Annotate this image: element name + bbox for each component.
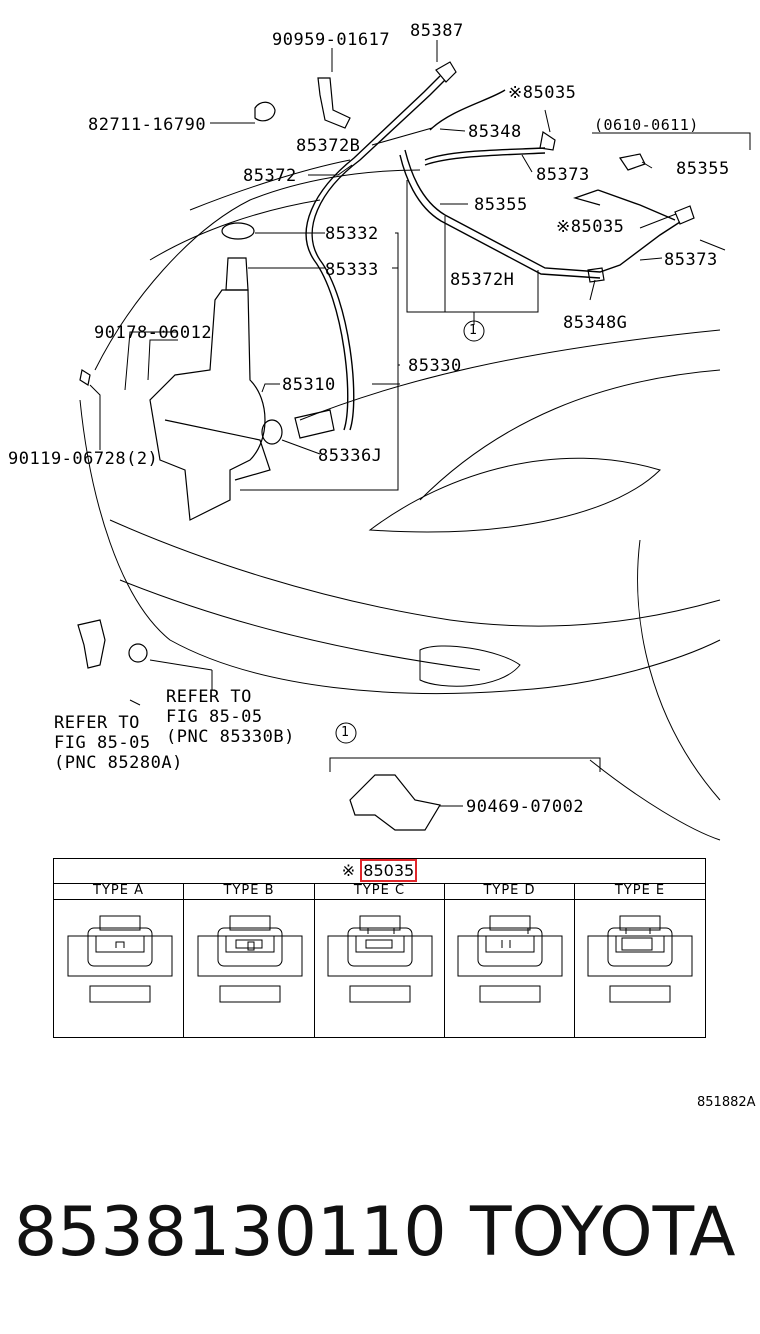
label-85355-a: 85355: [676, 159, 730, 179]
type-e-header: TYPE E: [614, 883, 666, 898]
col-divider-3: [444, 883, 445, 1037]
label-circle-1-bottom: 1: [341, 725, 350, 740]
table-header-prefix: ※: [341, 861, 356, 880]
type-d-header: TYPE D: [445, 883, 575, 899]
label-85348G: 85348G: [563, 313, 628, 333]
circle-1-top: [463, 320, 485, 342]
label-85310: 85310: [282, 375, 336, 395]
type-a-header: TYPE A: [54, 883, 184, 899]
footer-part-number: 8538130110: [14, 1193, 447, 1272]
date-bracket: [592, 132, 751, 150]
label-85373-b: 85373: [664, 250, 718, 270]
connector-type-table: ※ 85035 TYPE A TYPE B TYPE C TYPE D TYPE…: [53, 858, 706, 1038]
col-divider-4: [574, 883, 575, 1037]
label-90959-01617: 90959-01617: [272, 30, 391, 50]
type-c-header: TYPE C: [315, 883, 445, 899]
label-date-range: (0610-0611): [594, 116, 699, 134]
col-divider-1: [183, 883, 184, 1037]
footer-brand: TOYOTA: [470, 1193, 736, 1272]
refer-85330B-line2: FIG 85-05: [166, 707, 263, 727]
label-85372B: 85372B: [296, 136, 361, 156]
label-85348: 85348: [468, 122, 522, 142]
refer-85280A-line3: (PNC 85280A): [54, 753, 183, 773]
col-divider-2: [314, 883, 315, 1037]
label-85372H: 85372H: [450, 270, 515, 290]
label-85330: 85330: [408, 356, 462, 376]
refer-85280A-line2: FIG 85-05: [54, 733, 151, 753]
washer-tank-drawing: [149, 222, 271, 521]
table-header: ※ 85035: [54, 859, 705, 884]
label-85387: 85387: [410, 21, 464, 41]
type-row: TYPE A TYPE B TYPE C TYPE D TYPE E: [54, 883, 705, 900]
callout-arrow: [572, 189, 601, 206]
item1-bracket: [329, 757, 601, 772]
leader-lines: [89, 40, 726, 807]
figure-code: 851882A: [697, 1095, 756, 1110]
label-90469-07002: 90469-07002: [466, 797, 585, 817]
label-85332: 85332: [325, 224, 379, 244]
refer-85330B-line1: REFER TO: [166, 687, 252, 707]
label-circle-1-top: 1: [469, 323, 478, 338]
circle-1-bottom: [335, 722, 357, 744]
hoses: [305, 75, 681, 431]
refer-85330B-line3: (PNC 85330B): [166, 727, 295, 747]
label-85373-a: 85373: [536, 165, 590, 185]
label-85336J: 85336J: [318, 446, 383, 466]
label-82711-16790: 82711-16790: [88, 115, 207, 135]
connector-drawings: [67, 915, 693, 1003]
label-85355-b: 85355: [474, 195, 528, 215]
label-85035-b: ※85035: [556, 217, 625, 237]
type-b-header: TYPE B: [184, 883, 315, 899]
highlighted-part-85035[interactable]: 85035: [360, 859, 418, 882]
car-body-outline: [79, 159, 721, 841]
refer-85280A-line1: REFER TO: [54, 713, 140, 733]
label-85372: 85372: [243, 166, 297, 186]
label-85333: 85333: [325, 260, 379, 280]
label-90119-06728: 90119-06728(2): [8, 449, 159, 469]
label-90178-06012: 90178-06012: [94, 323, 213, 343]
label-85035-a: ※85035: [508, 83, 577, 103]
